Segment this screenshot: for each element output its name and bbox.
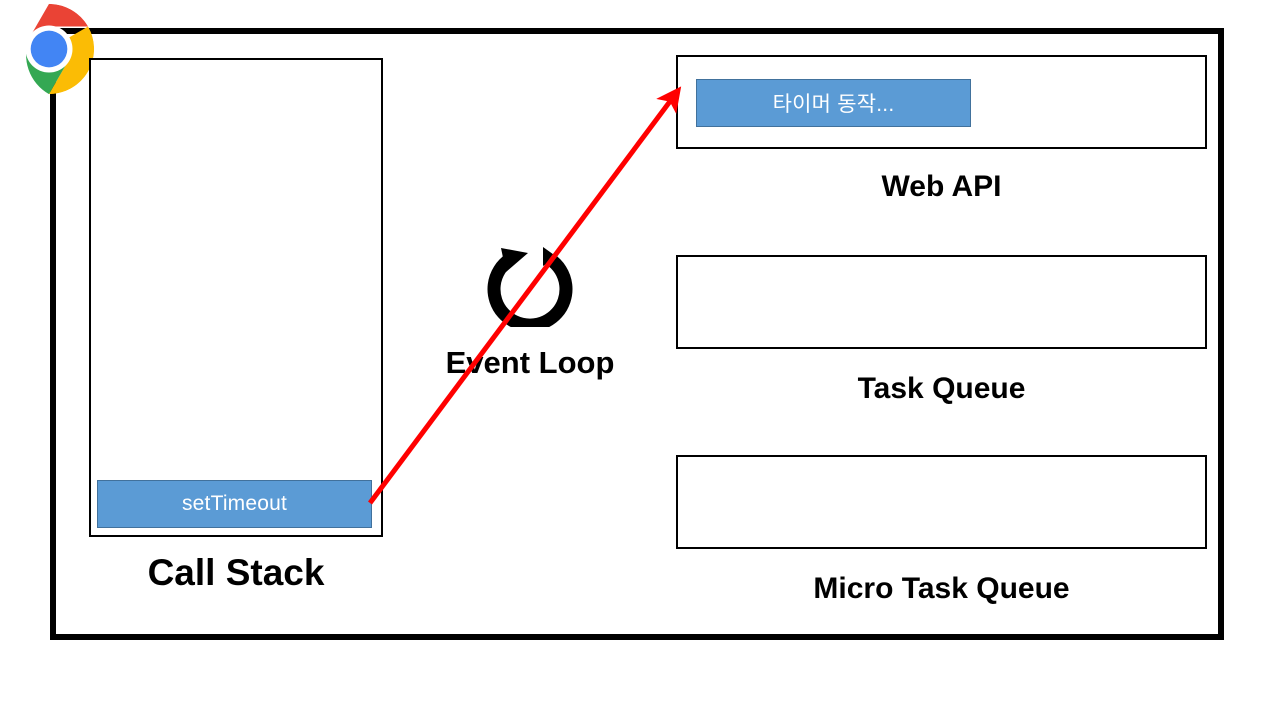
call-stack-item-settimeout[interactable]: setTimeout (97, 480, 372, 528)
chrome-logo-icon (2, 2, 96, 96)
call-stack-box (89, 58, 383, 537)
task-queue-caption: Task Queue (857, 372, 1026, 405)
web-api-item-timer[interactable]: 타이머 동작... (696, 79, 971, 127)
circular-loop-arrow-icon (484, 243, 576, 332)
call-stack-caption: Call Stack (147, 552, 325, 593)
web-api-caption: Web API (881, 170, 1002, 203)
micro-task-queue-box (676, 455, 1207, 549)
micro-task-queue-caption: Micro Task Queue (813, 572, 1070, 605)
task-queue-box (676, 255, 1207, 349)
browser-runtime-frame (50, 28, 1224, 640)
event-loop-caption: Event Loop (445, 345, 615, 380)
